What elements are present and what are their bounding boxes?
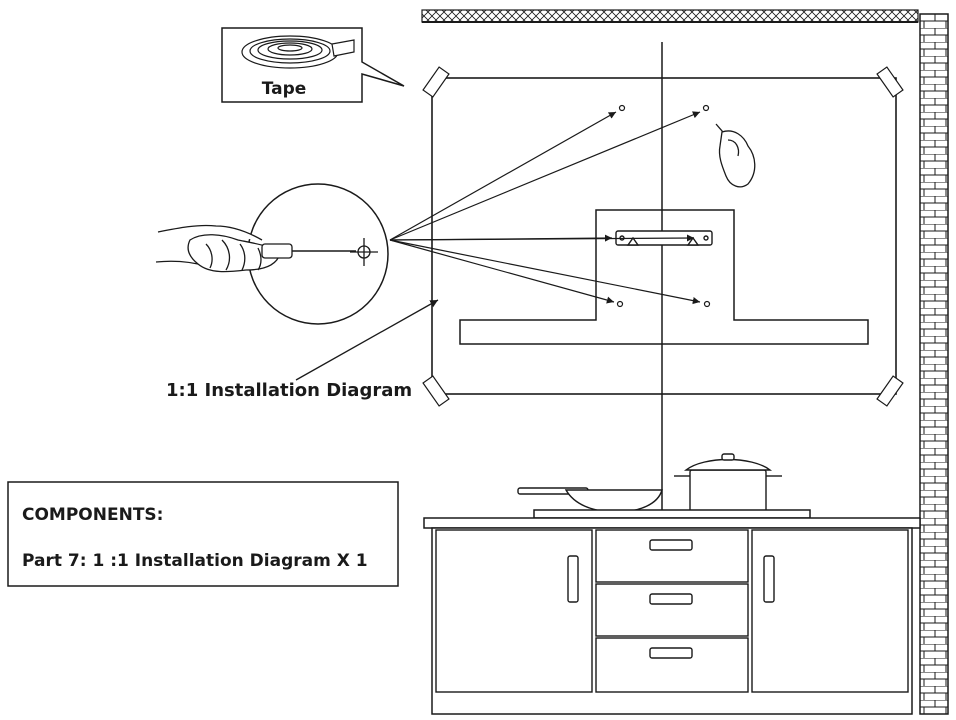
magnifier-detail (155, 183, 389, 325)
frying-pan-icon (517, 487, 663, 513)
crosshair-icon (350, 238, 378, 266)
components-heading: COMPONENTS: (22, 505, 163, 525)
diagram-label: 1:1 Installation Diagram (166, 380, 412, 401)
ceiling (421, 9, 919, 23)
tape-callout: Tape (221, 27, 405, 103)
hole-mark (616, 104, 711, 308)
hood-outline (459, 209, 869, 345)
diagram-leader (295, 299, 439, 381)
kitchen-cabinets (435, 529, 909, 693)
tape-roll-icon (241, 35, 355, 69)
tape-strip (422, 66, 904, 407)
drill-hand-icon (155, 224, 356, 273)
hand-marking-icon (715, 123, 756, 188)
cooking-pot-icon (674, 453, 782, 513)
brick-wall (919, 13, 949, 715)
installation-sheet (422, 66, 904, 407)
components-part-line: Part 7: 1 :1 Installation Diagram X 1 (22, 551, 368, 571)
tape-label: Tape (262, 79, 307, 99)
components-box: COMPONENTS: Part 7: 1 :1 Installation Di… (7, 481, 399, 587)
drill-sight-lines (389, 111, 701, 305)
